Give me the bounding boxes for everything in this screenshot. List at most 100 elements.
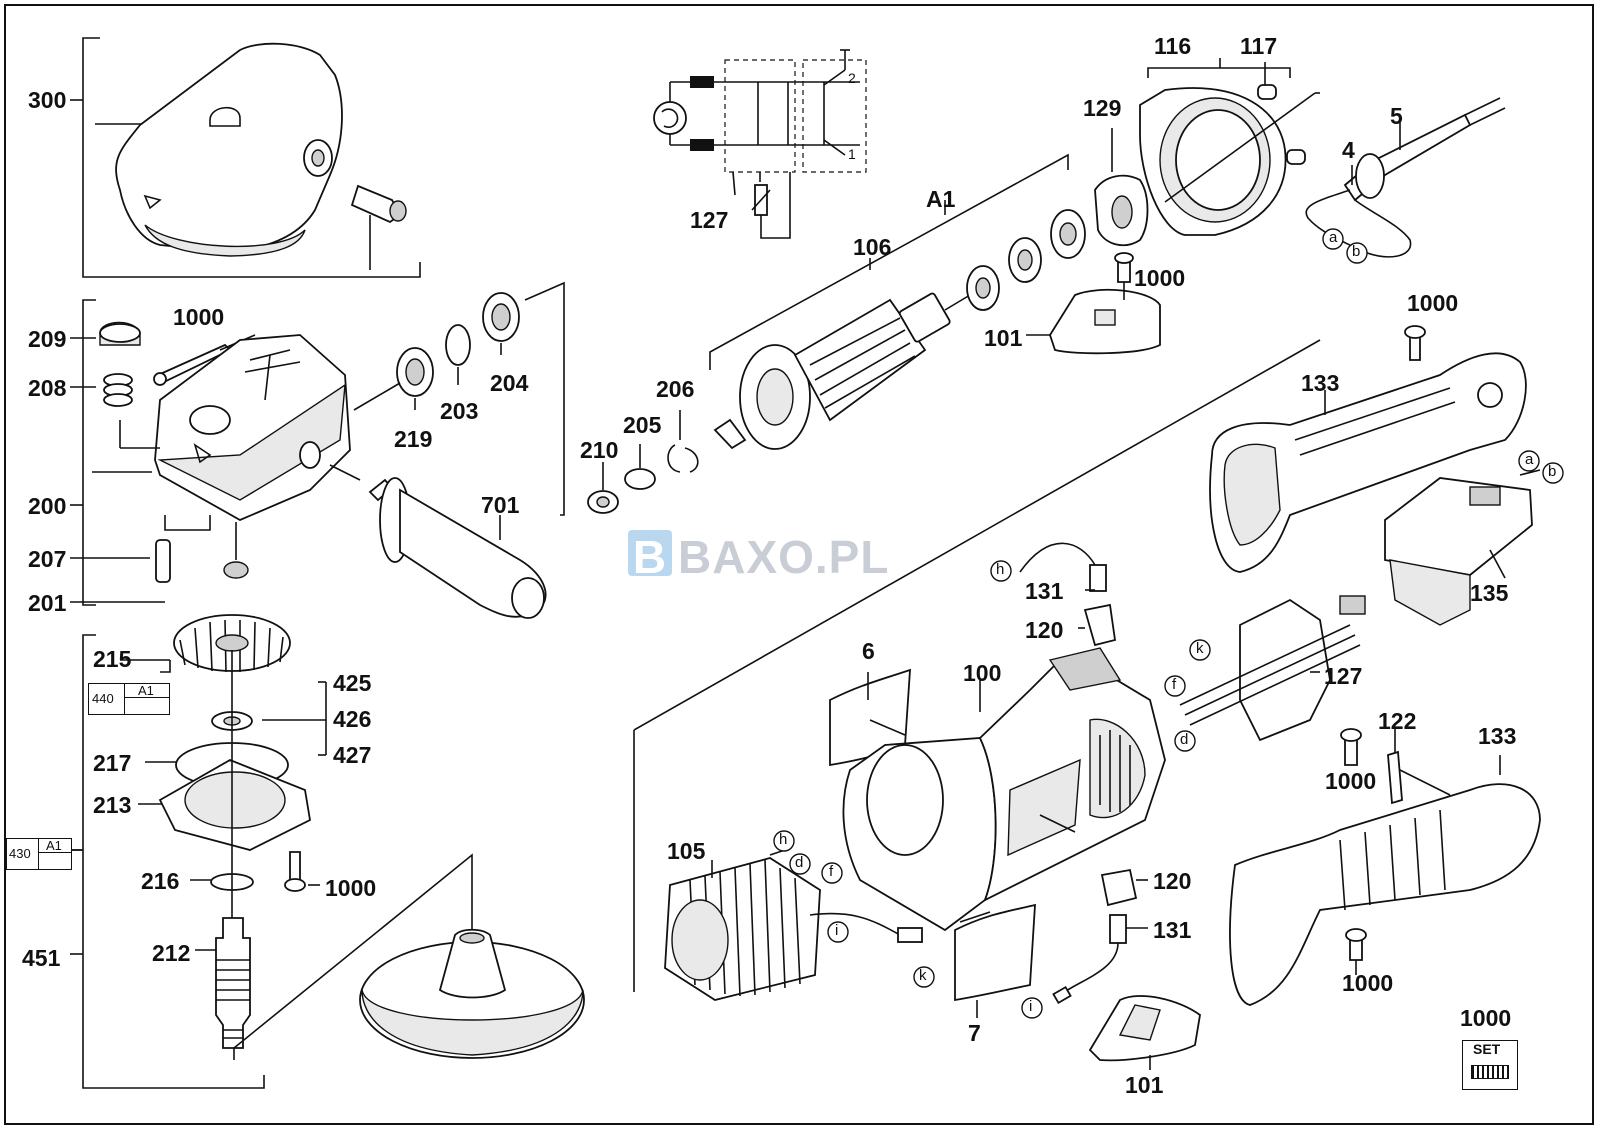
label-127-schematic: 127 (690, 207, 729, 233)
label-117: 117 (1240, 33, 1278, 59)
label-120-upper: 120 (1025, 617, 1064, 643)
set-icon: SET (1462, 1040, 1518, 1090)
part-6-7-labels (829, 668, 1036, 1018)
label-122: 122 (1378, 708, 1417, 734)
label-427: 427 (333, 742, 372, 768)
box-440-blank (124, 697, 170, 715)
part-127-electronics (1179, 595, 1366, 742)
label-133-upper: 133 (1301, 370, 1340, 396)
label-209: 209 (28, 326, 67, 352)
label-208: 208 (28, 375, 67, 401)
label-127-assembly: 127 (1324, 663, 1363, 689)
part-701-side-handle (368, 477, 547, 619)
label-210: 210 (580, 437, 619, 463)
part-4-5-cable (1305, 97, 1506, 258)
box-430-number: 430 (9, 846, 31, 861)
label-1000-top-left: 1000 (173, 304, 225, 330)
part-200-housing (70, 299, 361, 606)
box-430-A1-text: A1 (46, 838, 62, 853)
label-217: 217 (93, 750, 132, 776)
box-440-A1: A1 (124, 683, 170, 699)
label-120-lower: 120 (1153, 868, 1192, 894)
part-105-stator (664, 849, 923, 1001)
part-135-switch (1384, 469, 1541, 626)
set-text: SET (1473, 1041, 1501, 1057)
part-106-armature (709, 153, 1086, 450)
label-451: 451 (22, 945, 61, 971)
label-105: 105 (667, 838, 706, 864)
label-116: 116 (1154, 33, 1192, 59)
label-212: 212 (152, 940, 191, 966)
part-451-spindle-stack (70, 614, 327, 1089)
box-430-blank (38, 852, 72, 870)
label-101-upper: 101 (984, 325, 1023, 351)
label-1000-handle-lower: 1000 (1342, 970, 1394, 996)
label-216: 216 (141, 868, 180, 894)
label-135: 135 (1470, 580, 1509, 606)
callout-b-switch: b (1548, 463, 1557, 480)
label-207: 207 (28, 546, 67, 572)
callout-i-stator: i (835, 922, 839, 939)
part-131-120-upper (1019, 542, 1117, 647)
label-101-lower: 101 (1125, 1072, 1164, 1098)
label-100: 100 (963, 660, 1002, 686)
box-440: 440 (88, 683, 126, 715)
watermark-logo: B (628, 530, 672, 583)
schematic-switch-1: 1 (848, 146, 856, 162)
callout-k-upper: k (1196, 640, 1204, 657)
part-300-cover (70, 37, 421, 278)
label-300: 300 (28, 87, 67, 113)
callout-a-cable: a (1329, 229, 1338, 246)
callout-f-stator: f (829, 863, 834, 880)
label-204: 204 (490, 370, 529, 396)
label-1000-upper-cap: 1000 (1134, 265, 1186, 291)
label-106: 106 (853, 234, 892, 260)
callout-i-lower: i (1029, 998, 1033, 1015)
box-440-number: 440 (92, 691, 114, 706)
callout-d-stator: d (795, 854, 804, 871)
part-101-upper-cap (1026, 252, 1161, 355)
label-213: 213 (93, 792, 132, 818)
callout-h-upper: h (996, 561, 1005, 578)
label-215: 215 (93, 646, 132, 672)
label-6: 6 (862, 638, 875, 664)
callout-d-upper: d (1180, 731, 1189, 748)
part-100-motor-housing (842, 647, 1166, 932)
diagram-frame (4, 4, 1594, 1125)
label-1000-handle: 1000 (1325, 768, 1377, 794)
label-1000-lower-left: 1000 (325, 875, 377, 901)
label-1000-set: 1000 (1460, 1005, 1512, 1031)
label-131-lower: 131 (1153, 917, 1192, 943)
label-426: 426 (333, 706, 372, 732)
label-1000-upper-right: 1000 (1407, 290, 1459, 316)
label-201: 201 (28, 590, 67, 616)
label-7: 7 (968, 1020, 981, 1046)
circuit-schematic (653, 49, 867, 239)
label-203: 203 (440, 398, 479, 424)
callout-k-stator: k (919, 967, 927, 984)
callout-b-cable: b (1352, 243, 1361, 260)
part-120-131-101-lower (1052, 868, 1201, 1070)
part-129-116-117-bearing-cover (1094, 58, 1320, 247)
callout-f-upper: f (1172, 676, 1177, 693)
callout-a-switch: a (1525, 451, 1534, 468)
box-440-A1-text: A1 (138, 683, 154, 698)
label-131-upper: 131 (1025, 578, 1064, 604)
label-206: 206 (656, 376, 695, 402)
label-205: 205 (623, 412, 662, 438)
label-701: 701 (481, 492, 520, 518)
label-133-lower: 133 (1478, 723, 1517, 749)
part-210-205-206-rings (587, 410, 699, 514)
label-200: 200 (28, 493, 67, 519)
part-133-lower-handle (1229, 728, 1541, 1006)
label-129: 129 (1083, 95, 1122, 121)
label-425: 425 (333, 670, 372, 696)
label-A1: A1 (926, 186, 956, 212)
schematic-switch-2: 2 (848, 70, 856, 86)
watermark-text: BAXO.PL (678, 531, 890, 583)
part-backing-pad (233, 853, 585, 1060)
